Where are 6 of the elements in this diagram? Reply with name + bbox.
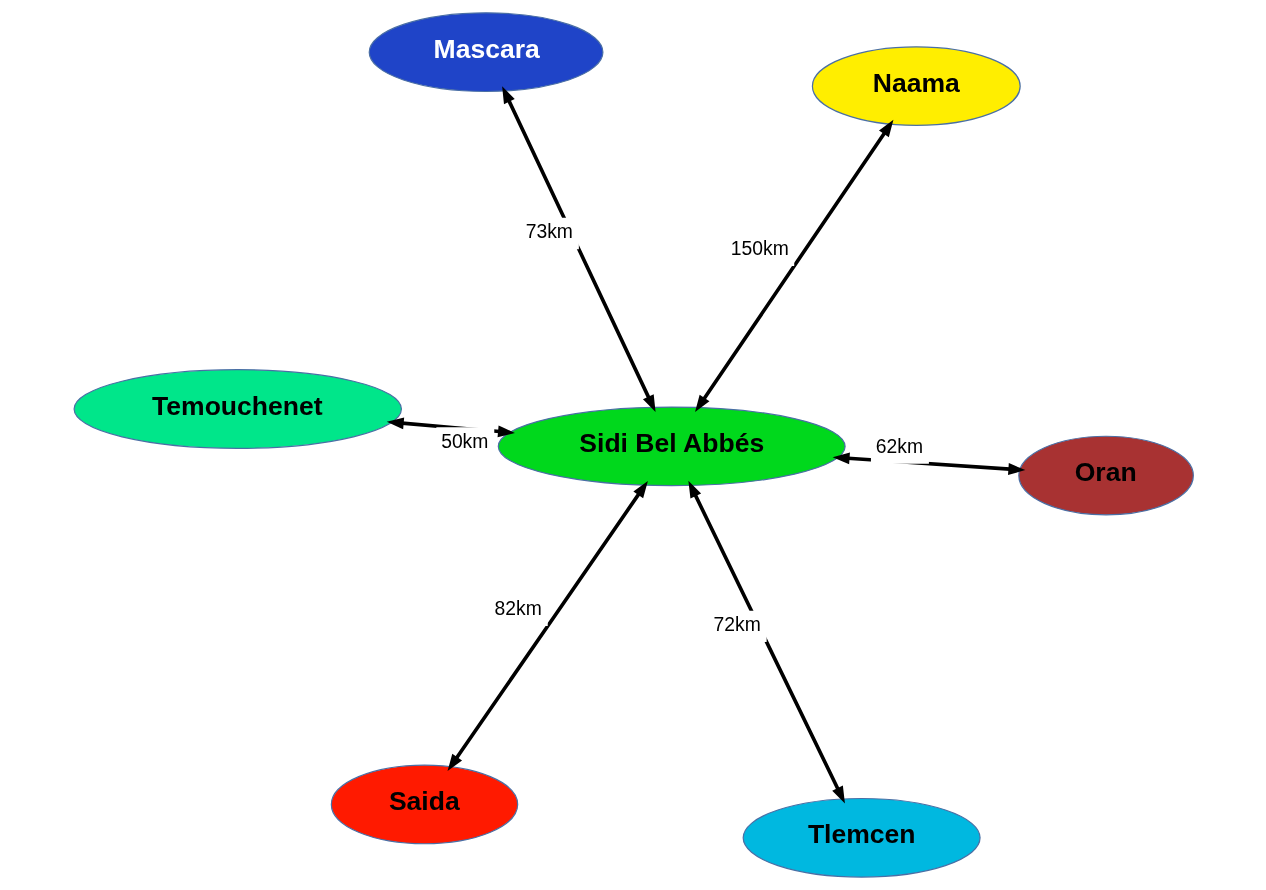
edge-label: 82km [494, 597, 542, 619]
edge-label: 72km [713, 613, 761, 635]
edge-label: 150km [730, 237, 789, 259]
edge-label: 50km [440, 430, 488, 452]
edge-label: 73km [525, 221, 573, 243]
edge-label: 62km [875, 435, 923, 457]
